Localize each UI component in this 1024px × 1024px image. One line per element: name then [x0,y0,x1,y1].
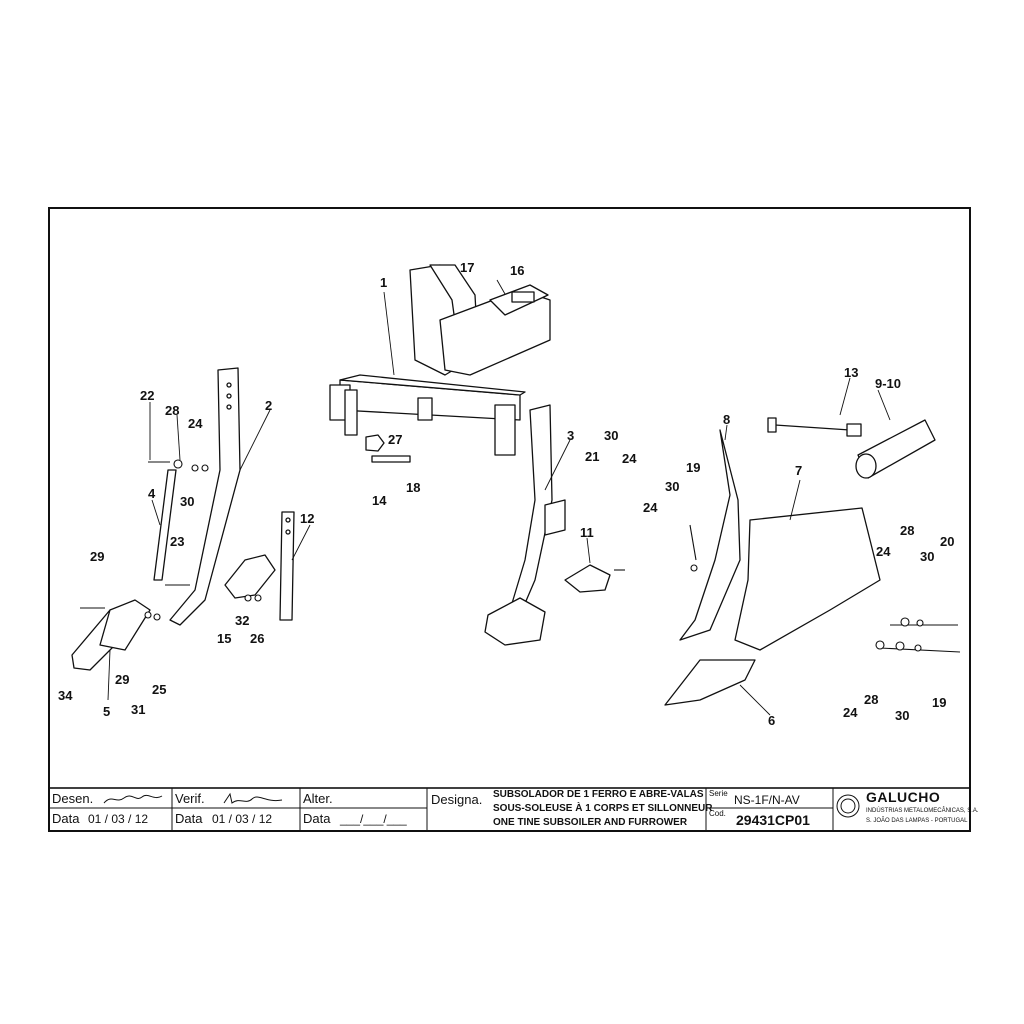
callout-27: 27 [388,432,402,447]
callout-17: 17 [460,260,474,275]
serie-label: Serie [709,789,728,798]
part-16-clip [511,291,535,303]
callout-21: 21 [585,449,599,464]
callout-28-c: 28 [864,692,878,707]
callout-28-a: 28 [165,403,179,418]
part-12-plate [279,511,295,621]
callout-24-d: 24 [876,544,891,559]
checked-date: 01 / 03 / 12 [212,812,273,826]
callout-5: 5 [103,704,110,719]
callout-16: 16 [510,263,524,278]
callout-24-a: 24 [188,416,203,431]
part-2-left-tine [169,367,241,626]
serie-value: NS-1F/N-AV [734,793,800,807]
callout-20: 20 [940,534,954,549]
callout-19-b: 19 [932,695,946,710]
part-3-center-tine [509,404,566,616]
part-6-wing [664,659,756,706]
designation-pt: SUBSOLADOR DE 1 FERRO E ABRE-VALAS [493,789,704,800]
callout-14: 14 [372,493,387,508]
part-8-shin [679,429,741,641]
altered-label: Alter. [303,791,333,806]
callout-30-a: 30 [180,494,194,509]
callout-12: 12 [300,511,314,526]
callout-30-d: 30 [920,549,934,564]
callout-2: 2 [265,398,272,413]
callout-19-a: 19 [686,460,700,475]
drawn-date: 01 / 03 / 12 [88,812,149,826]
callout-15: 15 [217,631,231,646]
part-1-main-frame [329,264,551,456]
callout-29-b: 29 [115,672,129,687]
drawn-label: Desen. [52,791,94,806]
part-11-bracket [564,564,611,593]
callout-30-c: 30 [665,479,679,494]
company-location: S. JOÃO DAS LAMPAS - PORTUGAL [866,818,968,824]
altered-date-label: Data [303,811,331,826]
part-base-plate [484,597,546,646]
callout-7: 7 [795,463,802,478]
company-sub: INDÚSTRIAS METALOMECÂNICAS, S.A. [866,808,979,814]
callout-9-10: 9-10 [875,376,901,391]
checked-label: Verif. [175,791,205,806]
title-block [48,787,971,832]
drawn-date-label: Data [52,811,80,826]
callout-31: 31 [131,702,145,717]
company-name: GALUCHO [866,789,941,805]
checked-date-label: Data [175,811,203,826]
part-9-10-sleeve [855,419,936,479]
callout-4: 4 [148,486,156,501]
callout-8: 8 [723,412,730,427]
callout-1: 1 [380,275,387,290]
callout-3: 3 [567,428,574,443]
callout-11: 11 [580,525,594,540]
callout-28-b: 28 [900,523,914,538]
part-27-nut [365,434,385,452]
designation-fr: SOUS-SOLEUSE À 1 CORPS ET SILLONNEUR [493,803,713,814]
callout-30-e: 30 [895,708,909,723]
altered-date: ___/___/___ [340,812,407,826]
cod-label: Cod. [709,809,726,818]
callout-23: 23 [170,534,184,549]
part-15-socket [224,554,276,599]
washer-30 [191,464,199,472]
callout-26: 26 [250,631,264,646]
washer-28 [173,459,183,469]
callout-18: 18 [406,480,420,495]
part-5-point-holder [99,599,151,651]
designation-en: ONE TINE SUBSOILER AND FURROWER [493,817,688,828]
callout-22: 22 [140,388,154,403]
cod-value: 29431CP01 [736,812,810,828]
callout-24-c: 24 [643,500,658,515]
callout-24-e: 24 [843,705,858,720]
callout-34: 34 [58,688,73,703]
company-logo [836,794,860,818]
callout-13: 13 [844,365,858,380]
callout-24-b: 24 [622,451,637,466]
checked-signature [223,792,283,804]
callout-29-a: 29 [90,549,104,564]
drawn-signature [103,794,163,804]
nut-24 [201,464,209,472]
callout-6: 6 [768,713,775,728]
designation-label: Designa. [431,792,483,807]
callout-32: 32 [235,613,249,628]
part-4-strap [153,469,177,581]
part-14-pin [371,455,411,463]
part-13-rod [767,417,862,437]
callout-25: 25 [152,682,166,697]
callout-30-b: 30 [604,428,618,443]
part-7-mouldboard [734,507,881,651]
